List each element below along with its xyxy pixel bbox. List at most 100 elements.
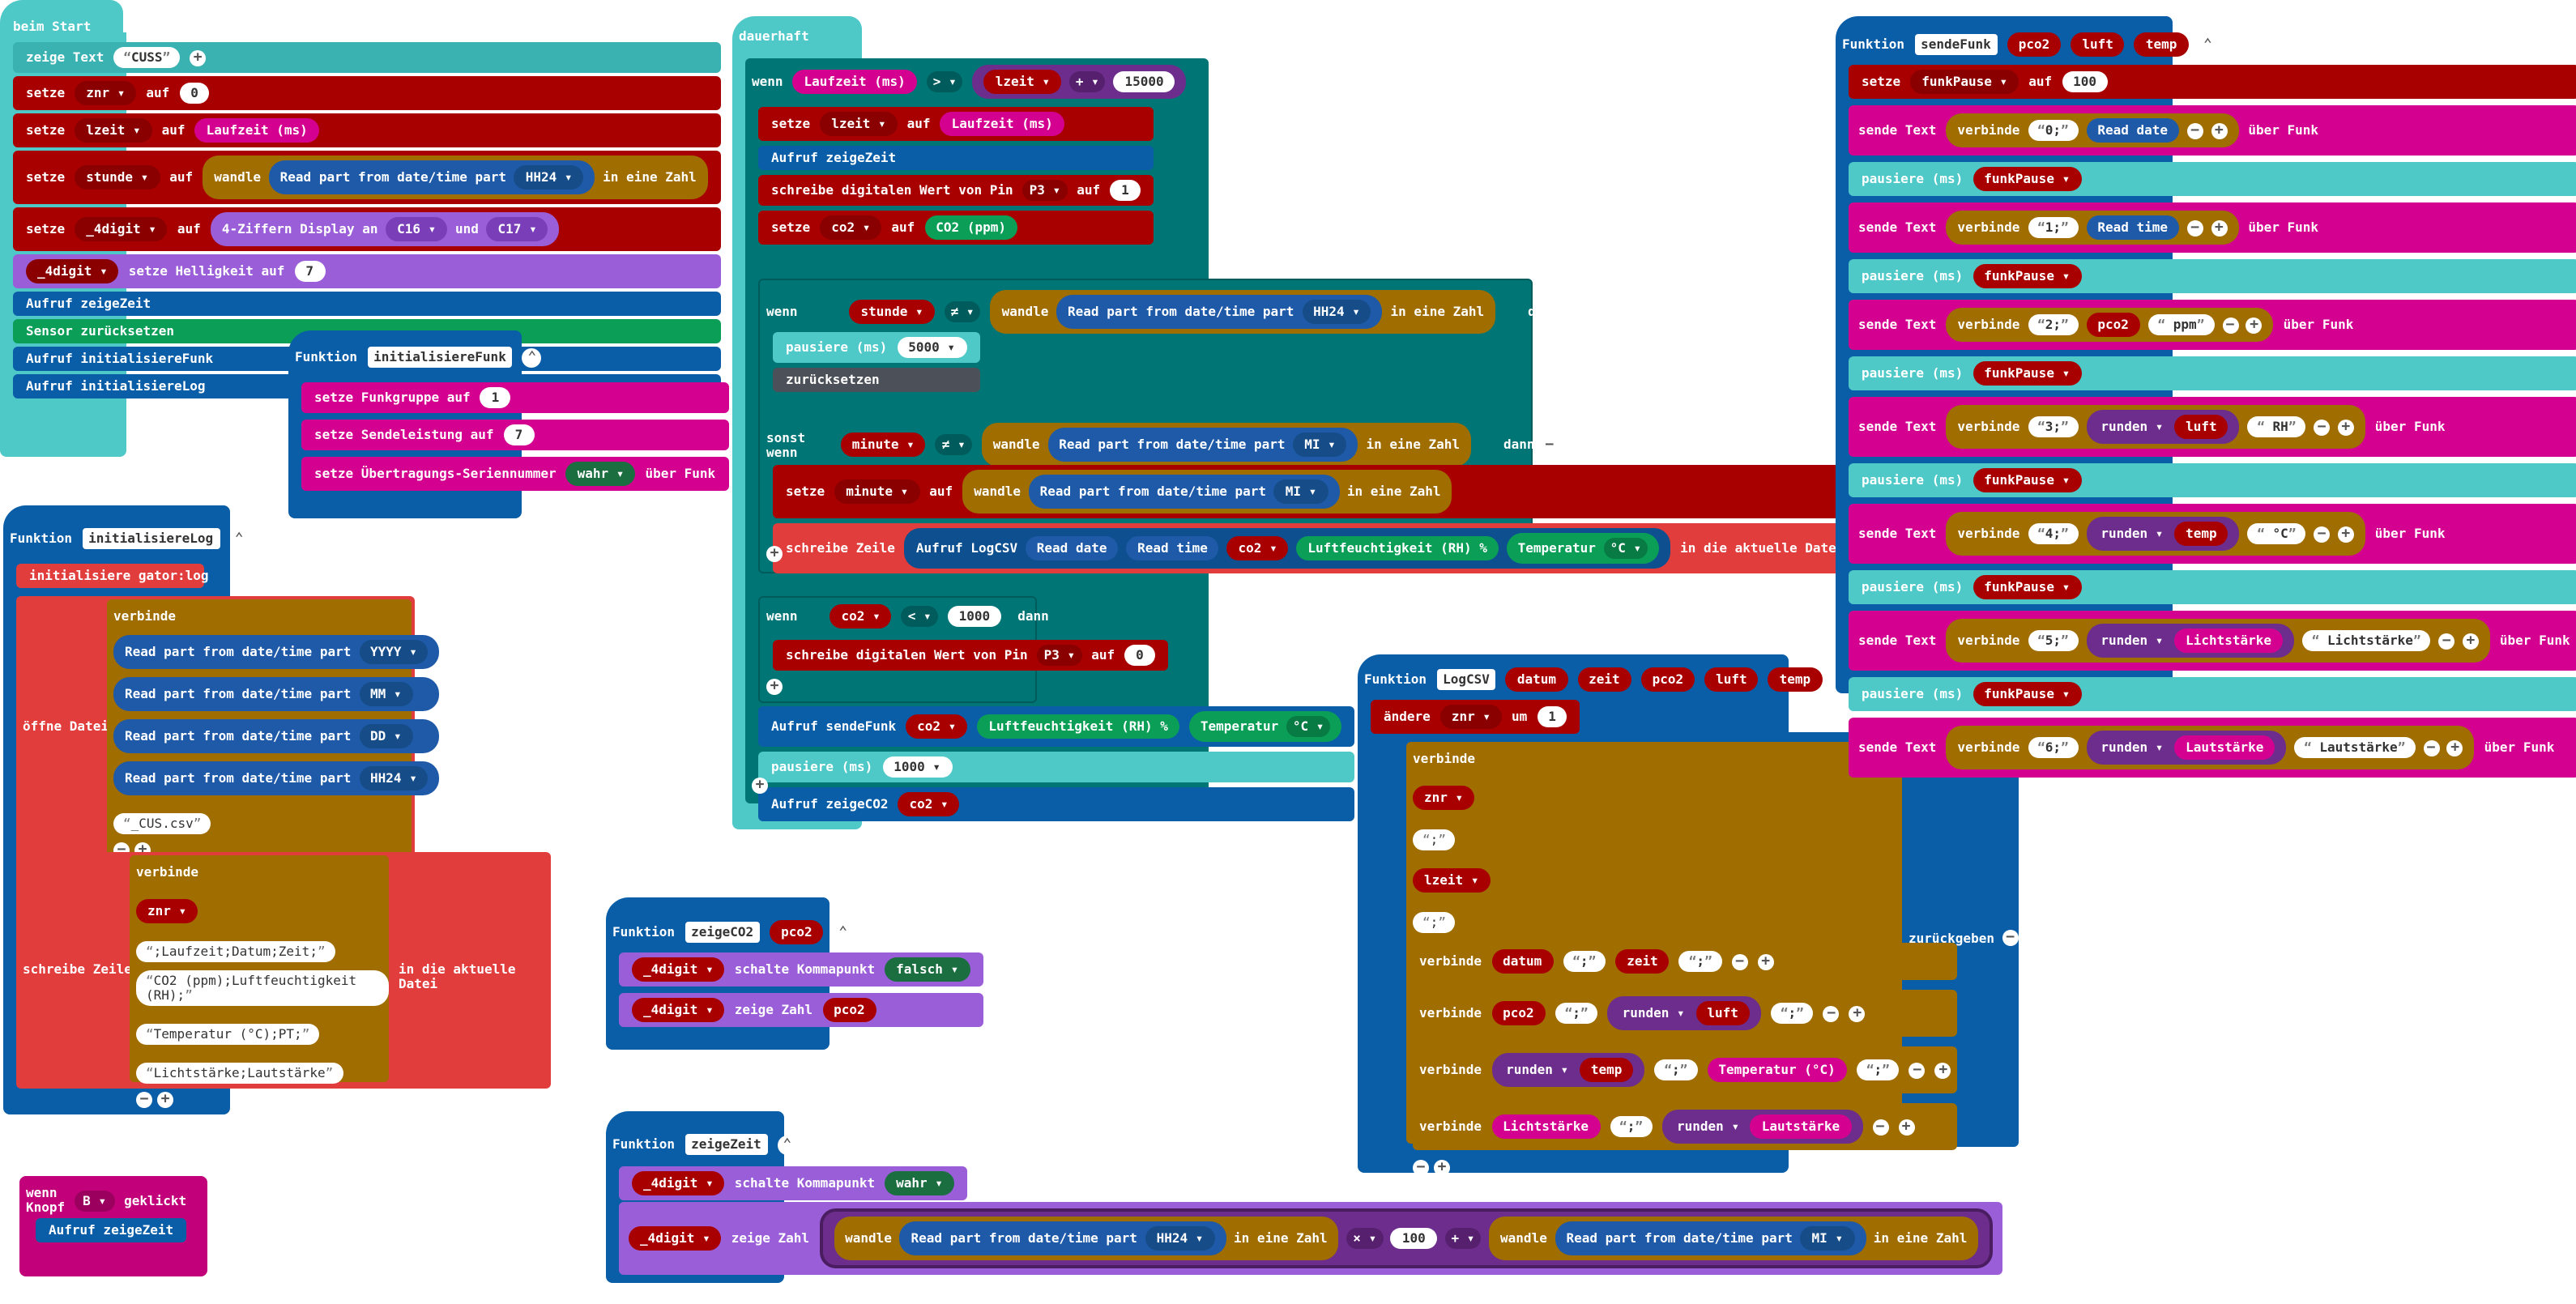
header-string[interactable]: Lichtstärke;Lautstärke: [136, 1063, 343, 1084]
prefix-string[interactable]: 1;: [2028, 217, 2079, 238]
unit-dropdown[interactable]: °C: [1286, 716, 1331, 737]
var-co2[interactable]: co2: [1226, 536, 1289, 560]
pause-block[interactable]: pausiere (ms) funkPause: [1849, 162, 2576, 196]
show-text-value[interactable]: CUSS: [113, 47, 181, 68]
minus-icon[interactable]: −: [2314, 420, 2331, 436]
set-transmit-power-block[interactable]: setze Sendeleistung auf 7: [301, 420, 729, 450]
param-temp[interactable]: temp: [2134, 32, 2189, 57]
separator-string[interactable]: ;: [1678, 951, 1722, 972]
var-funkpause[interactable]: funkPause: [1973, 264, 2082, 288]
set-stunde-block[interactable]: setze stunde auf wandle Read part from d…: [13, 151, 721, 204]
part-dropdown[interactable]: HH24: [359, 766, 429, 790]
function-name[interactable]: zeigeZeit: [685, 1134, 768, 1155]
read-part-reporter[interactable]: Read part from date/time part HH24: [1056, 295, 1383, 329]
param-luft[interactable]: luft: [2174, 415, 2228, 439]
set-4digit-block[interactable]: setze _4digit auf 4-Ziffern Display an C…: [13, 207, 721, 251]
plus-icon[interactable]: +: [1434, 1160, 1450, 1176]
plus-icon[interactable]: +: [2337, 526, 2354, 543]
set-radio-group-block[interactable]: setze Funkgruppe auf 1: [301, 382, 729, 413]
pin-dropdown[interactable]: P3: [1022, 180, 1068, 201]
compare-dropdown[interactable]: <: [901, 606, 938, 627]
convert-to-number[interactable]: wandle Read part from date/time part MI …: [1489, 1217, 1979, 1260]
send-text-block[interactable]: sende Text verbinde 2; pco2 ppm − + über…: [1849, 300, 2576, 350]
param-zeit[interactable]: zeit: [1577, 667, 1631, 692]
round-dropdown[interactable]: runden: [2097, 633, 2166, 648]
read-part-reporter[interactable]: Read part from date/time part MI: [1028, 475, 1340, 509]
plus-icon[interactable]: +: [157, 1092, 173, 1108]
num-value[interactable]: 1000: [947, 606, 1002, 627]
send-text-block[interactable]: sende Text verbinde 1; Read time − + übe…: [1849, 202, 2576, 253]
send-text-block[interactable]: sende Text verbinde 6; runden Lautstärke…: [1849, 718, 2576, 778]
call-show-time-block[interactable]: Aufruf zeigeZeit: [13, 292, 721, 316]
plus-icon[interactable]: +: [2211, 220, 2228, 237]
call-show-co2-block[interactable]: Aufruf zeigeCO2 co2: [758, 787, 1355, 821]
temperature-reporter[interactable]: Temperatur (°C): [1707, 1058, 1847, 1082]
pause-block[interactable]: pausiere (ms) funkPause: [1849, 570, 2576, 604]
part-dropdown[interactable]: MM: [359, 682, 413, 706]
unit-dropdown[interactable]: °C: [1603, 538, 1648, 559]
read-part-reporter[interactable]: Read part from date/time part HH24: [268, 160, 595, 194]
var-funkpause[interactable]: funkPause: [1973, 575, 2082, 599]
show-text-block[interactable]: zeige Text CUSS +: [13, 42, 721, 73]
math-op-dropdown[interactable]: +: [1444, 1228, 1482, 1249]
param-pco2[interactable]: pco2: [770, 920, 824, 944]
round-dropdown[interactable]: runden: [1674, 1119, 1742, 1134]
plus-icon[interactable]: +: [2462, 633, 2479, 650]
join-reporter[interactable]: verbinde 1; Read time − +: [1946, 211, 2239, 245]
plus-icon[interactable]: +: [1898, 1119, 1915, 1135]
pause-block[interactable]: pausiere (ms) 5000 ▾: [773, 332, 980, 363]
join-reporter[interactable]: verbinde 3; runden luft RH − +: [1946, 405, 2365, 449]
temperature-reporter[interactable]: Temperatur °C: [1506, 533, 1660, 564]
plus-icon[interactable]: +: [766, 546, 783, 562]
var-funkpause[interactable]: funkPause: [1973, 682, 2082, 706]
param-temp[interactable]: temp: [1579, 1058, 1634, 1082]
part-dropdown[interactable]: MI: [1293, 433, 1347, 457]
var-lzeit[interactable]: lzeit: [820, 112, 898, 136]
pause-block[interactable]: pausiere (ms) funkPause: [1849, 677, 2576, 711]
var-lzeit[interactable]: lzeit: [983, 70, 1062, 94]
convert-to-number[interactable]: wandle Read part from date/time part HH2…: [990, 290, 1496, 334]
sound-level-reporter[interactable]: Lautstärke: [2174, 735, 2275, 760]
set-radio-pause-block[interactable]: setze funkPause auf 100: [1849, 65, 2576, 99]
param-pco2[interactable]: pco2: [2086, 313, 2140, 337]
co2-sensor-reporter[interactable]: CO2 (ppm): [924, 215, 1017, 240]
var-znr[interactable]: znr: [1439, 705, 1502, 729]
var-co2[interactable]: co2: [906, 714, 968, 739]
function-name[interactable]: sendeFunk: [1914, 34, 1998, 55]
compare-dropdown[interactable]: ≠: [944, 301, 981, 322]
write-line-block[interactable]: schreibe Zeile Aufruf LogCSV Read date R…: [773, 523, 1857, 573]
var-funkpause[interactable]: funkPause: [1973, 361, 2082, 386]
compare-dropdown[interactable]: >: [926, 71, 963, 92]
prefix-string[interactable]: 6;: [2028, 737, 2079, 758]
minus-icon[interactable]: −: [136, 1092, 152, 1108]
minus-icon[interactable]: −: [1909, 1062, 1926, 1078]
call-logcsv-reporter[interactable]: Aufruf LogCSV Read date Read time co2 Lu…: [904, 528, 1671, 569]
read-date-reporter[interactable]: Read date: [2086, 118, 2180, 143]
temperature-reporter[interactable]: Temperatur °C: [1188, 711, 1342, 742]
var-4digit[interactable]: _4digit: [75, 217, 168, 241]
set-lzeit-block[interactable]: setze lzeit auf Laufzeit (ms): [13, 113, 721, 147]
join-block[interactable]: verbinde znr ;Laufzeit;Datum;Zeit; CO2 (…: [130, 855, 389, 1108]
forever-hat[interactable]: dauerhaft: [732, 16, 862, 49]
num-value[interactable]: 100: [2062, 71, 2108, 92]
part-dropdown[interactable]: HH24: [1302, 300, 1371, 324]
round-dropdown[interactable]: runden: [1503, 1063, 1572, 1077]
part-dropdown[interactable]: MI: [1273, 479, 1329, 504]
call-show-time-block[interactable]: Aufruf zeigeZeit: [36, 1218, 187, 1242]
button-dropdown[interactable]: B: [75, 1190, 115, 1211]
var-minute[interactable]: minute: [840, 433, 926, 457]
var-co2[interactable]: co2: [898, 792, 960, 816]
minus-icon[interactable]: −: [1413, 1160, 1429, 1176]
join-block[interactable]: verbinde Read part from date/time part Y…: [107, 599, 440, 865]
separator-string[interactable]: ;: [1654, 1059, 1698, 1080]
pause-block[interactable]: pausiere (ms) funkPause: [1849, 356, 2576, 390]
var-co2[interactable]: co2: [830, 604, 892, 629]
read-part-reporter[interactable]: Read part from date/time part HH24: [113, 761, 440, 795]
function-name[interactable]: LogCSV: [1436, 669, 1496, 690]
runtime-reporter[interactable]: Laufzeit (ms): [194, 118, 319, 143]
round-dropdown[interactable]: runden: [1619, 1006, 1688, 1021]
plus-icon[interactable]: +: [2211, 123, 2228, 139]
if-block-hour[interactable]: wenn stunde ≠ wandle Read part from date…: [758, 279, 1857, 573]
humidity-reporter[interactable]: Luftfeuchtigkeit (RH) %: [977, 714, 1179, 739]
part-dropdown[interactable]: DD: [359, 724, 413, 748]
